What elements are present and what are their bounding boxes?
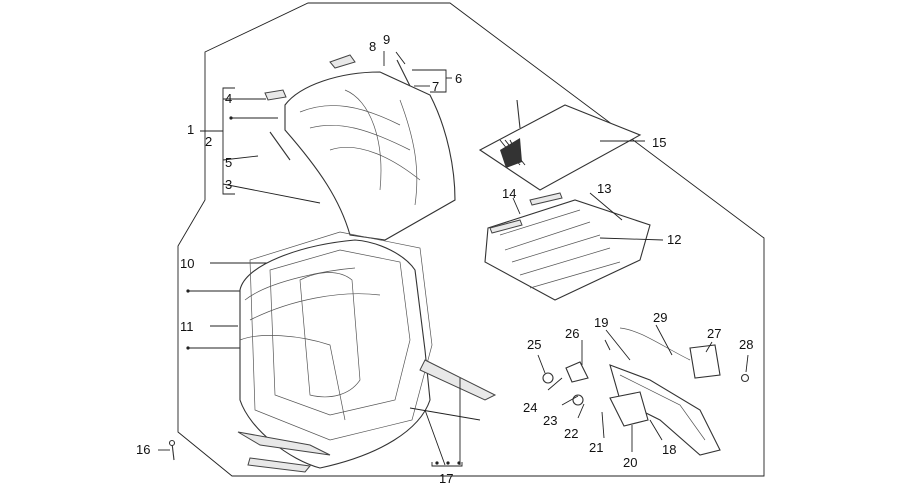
trim-strip-lower — [237, 431, 331, 456]
callout-12: 12 — [667, 232, 682, 247]
callout-16: 16 — [136, 442, 151, 457]
callout-1: 1 — [187, 122, 195, 137]
callout-17: 17 — [439, 471, 454, 486]
top-lid — [284, 71, 456, 241]
latch-plate-27 — [689, 344, 721, 379]
cargo-net — [478, 104, 642, 191]
bracket-6 — [412, 69, 447, 93]
callout-23: 23 — [543, 413, 558, 428]
callout-25: 25 — [527, 337, 542, 352]
callout-7: 7 — [432, 79, 440, 94]
callout-28: 28 — [739, 337, 754, 352]
callout-15: 15 — [652, 135, 667, 150]
inner-tray — [484, 199, 651, 301]
callout-22: 22 — [564, 426, 579, 441]
callout-3: 3 — [225, 177, 233, 192]
callout-24: 24 — [523, 400, 538, 415]
callout-29: 29 — [653, 310, 668, 325]
lock-housing — [609, 391, 649, 427]
callout-2: 2 — [205, 134, 213, 149]
callout-11: 11 — [180, 319, 194, 334]
callout-26: 26 — [565, 326, 580, 341]
callout-4: 4 — [225, 91, 233, 106]
callout-10: 10 — [180, 256, 195, 271]
bracket-2 — [222, 87, 235, 195]
case-body — [239, 239, 431, 469]
callout-6: 6 — [455, 71, 463, 86]
callout-13: 13 — [597, 181, 612, 196]
callout-21: 21 — [589, 440, 604, 455]
callout-5: 5 — [225, 155, 233, 170]
trim-strip-right — [419, 359, 497, 401]
inner-frame — [249, 231, 433, 441]
callout-8: 8 — [369, 39, 377, 54]
callout-18: 18 — [662, 442, 677, 457]
callout-27: 27 — [707, 326, 722, 341]
callout-20: 20 — [623, 455, 638, 470]
cable-29 — [619, 327, 691, 361]
callout-9: 9 — [383, 32, 391, 47]
callout-19: 19 — [594, 315, 609, 330]
callout-14: 14 — [502, 186, 517, 201]
assembly-boundary — [177, 2, 765, 477]
